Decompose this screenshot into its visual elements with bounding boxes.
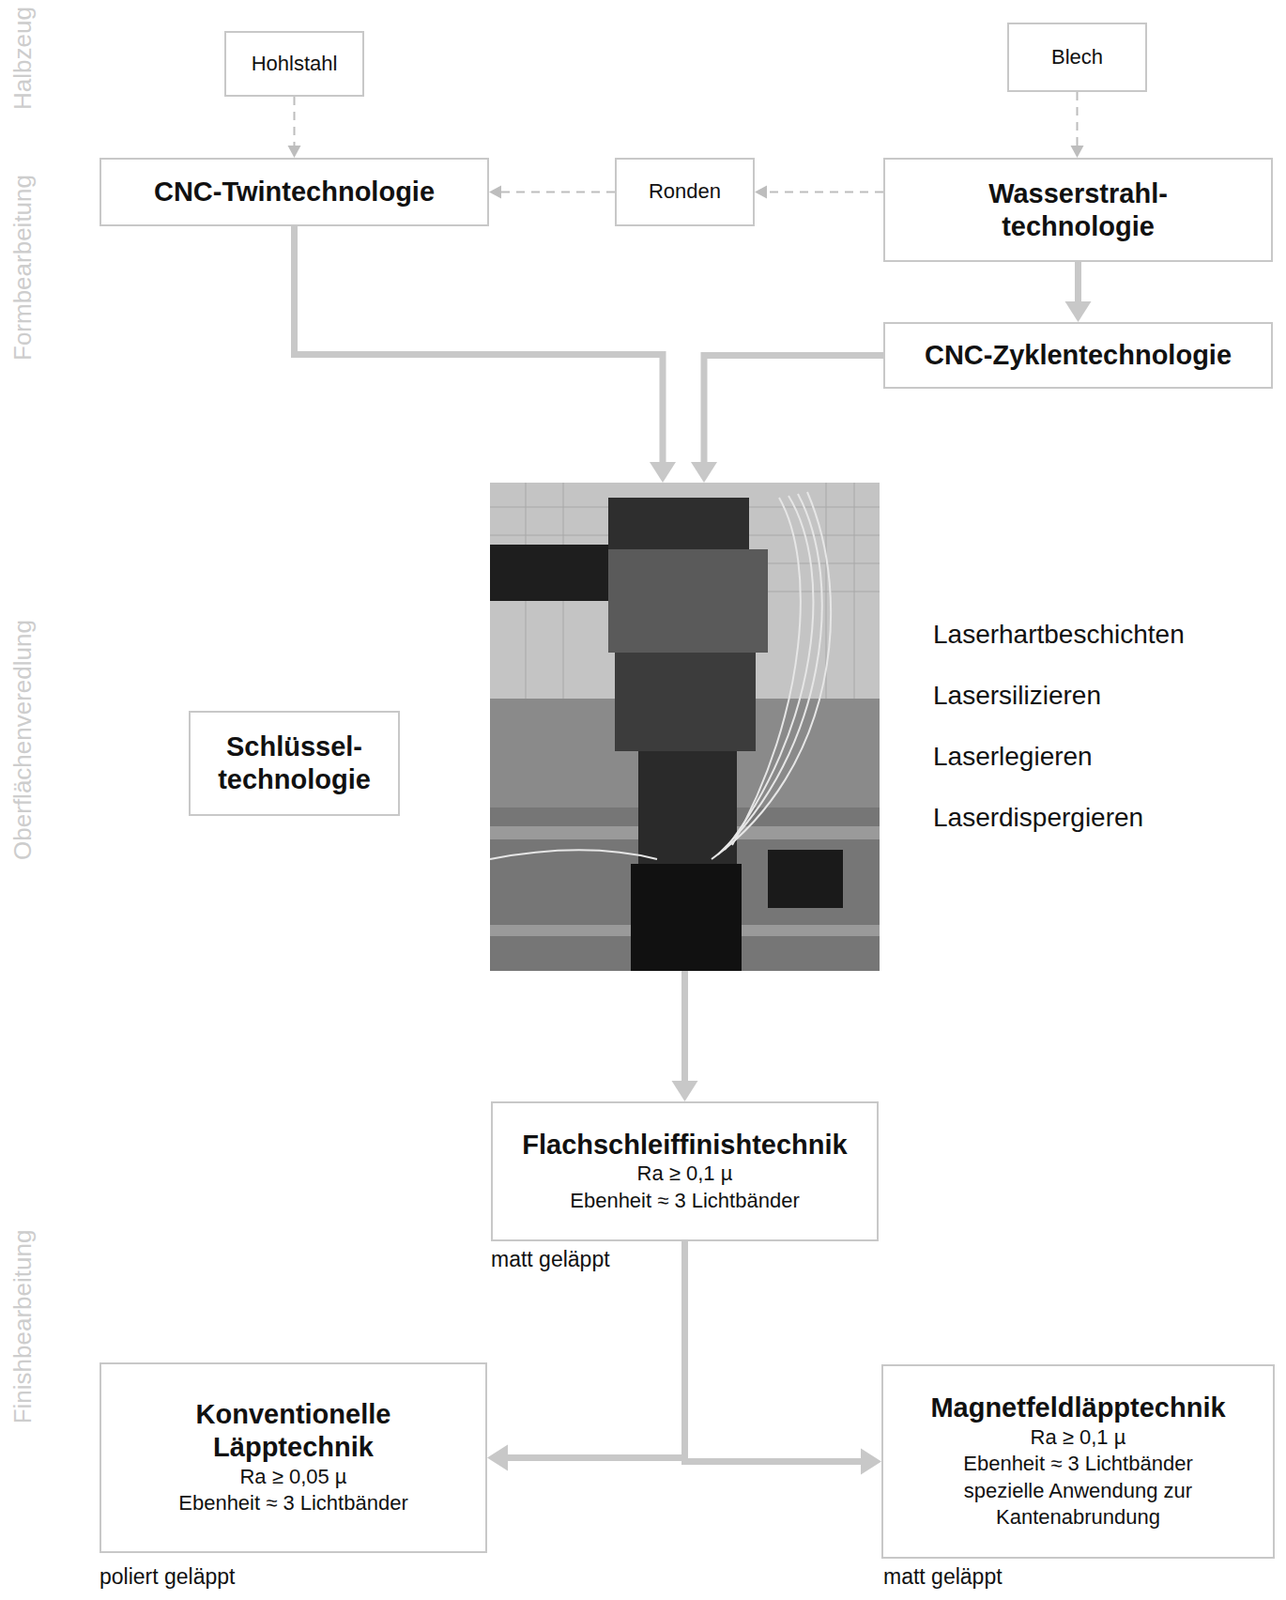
photo-ground — [489, 482, 880, 971]
box-title: Schlüssel- technologie — [201, 730, 387, 797]
flow-arrow — [294, 226, 677, 483]
box-text: Laserlegieren — [933, 726, 1093, 788]
arrow-head — [1065, 301, 1092, 322]
flow-arrow — [685, 1240, 883, 1475]
connector-line — [704, 355, 884, 464]
arrow-head — [690, 461, 718, 483]
process-box: Wasserstrahl- technologie — [883, 157, 1273, 262]
flow-arrow — [487, 1240, 686, 1471]
flow-arrow — [1065, 261, 1092, 322]
box-title: Ronden — [648, 179, 721, 204]
box-title: Hohlstahl — [251, 51, 338, 77]
connector-line — [293, 96, 296, 147]
process-box: Ronden — [614, 157, 755, 227]
connector-line — [681, 970, 689, 1082]
stage-label: Oberflächenveredlung — [8, 619, 38, 860]
arrow-head — [860, 1448, 882, 1475]
photo-head-mid — [614, 652, 756, 751]
box-text: spezielle Anwendung zur Kantenabrundung — [937, 1477, 1220, 1531]
dashed-arrow — [288, 96, 302, 158]
box-text: Ra ≥ 0,1 µ — [1030, 1423, 1127, 1452]
process-box: Hohlstahl — [224, 30, 365, 97]
photo-nozzle — [638, 750, 737, 864]
stage-label: Finishbearbeitung — [8, 1229, 38, 1424]
finish-note: matt geläppt — [490, 1246, 611, 1272]
photo-head-top — [608, 497, 750, 550]
photo-cylinder — [630, 863, 742, 971]
process-box: Schlüssel- technologie — [188, 710, 400, 816]
connector-line — [500, 191, 615, 194]
arrow-head — [288, 145, 302, 158]
photo-box — [767, 849, 843, 908]
box-title: Blech — [1051, 45, 1103, 70]
connector-line — [1074, 261, 1082, 303]
box-text: Ra ≥ 0,1 µ — [637, 1160, 734, 1188]
stage-label: Halbzeug — [8, 6, 38, 110]
connector-line — [685, 1240, 863, 1462]
box-text: Ra ≥ 0,05 µ — [239, 1463, 347, 1491]
technology-list: LaserhartbeschichtenLasersilizierenLaser… — [489, 482, 1240, 971]
box-title: CNC-Twintechnologie — [153, 175, 435, 209]
arrow-head — [649, 461, 676, 483]
connector-line — [506, 1240, 686, 1458]
box-text: Laserhartbeschichten — [933, 604, 1185, 666]
dashed-arrow — [1071, 91, 1085, 158]
connector-line — [765, 191, 884, 194]
box-title: Magnetfeldläpptechnik — [930, 1391, 1225, 1424]
box-title: Konventionelle Läpptechnik — [112, 1397, 475, 1464]
box-text: Ebenheit ≈ 3 Lichtbänder — [178, 1489, 408, 1517]
process-box: MagnetfeldläpptechnikRa ≥ 0,1 µEbenheit … — [881, 1363, 1275, 1559]
box-text: Lasersilizieren — [933, 665, 1102, 727]
finish-note: poliert geläppt — [99, 1563, 236, 1590]
box-title: Flachschleiffinishtechnik — [521, 1128, 847, 1162]
finish-note: matt geläppt — [883, 1563, 1003, 1590]
process-box: CNC-Twintechnologie — [99, 157, 490, 227]
process-box: Blech — [1007, 22, 1148, 92]
process-box: Konventionelle LäpptechnikRa ≥ 0,05 µEbe… — [99, 1362, 488, 1553]
process-box: CNC-Zyklentechnologie — [883, 321, 1273, 389]
arrow-head — [489, 185, 502, 200]
dashed-arrow — [489, 185, 615, 200]
box-text: Ebenheit ≈ 3 Lichtbänder — [569, 1187, 799, 1215]
dashed-arrow — [754, 185, 884, 200]
connector-line — [1076, 91, 1079, 147]
arrow-head — [672, 1080, 699, 1102]
box-text: Laserdispergieren — [933, 787, 1144, 849]
box-title: Wasserstrahl- technologie — [937, 177, 1220, 244]
box-text: Ebenheit ≈ 3 Lichtbänder — [963, 1450, 1193, 1478]
arrow-head — [754, 185, 767, 200]
process-box: FlachschleiffinishtechnikRa ≥ 0,1 µEbenh… — [490, 1101, 879, 1241]
flow-arrow — [690, 355, 884, 484]
photo-cables — [489, 491, 831, 859]
box-title: CNC-Zyklentechnologie — [924, 338, 1232, 372]
photo-head-block — [608, 549, 768, 653]
stage-label: Formbearbeitung — [8, 174, 38, 361]
arrow-head — [1071, 145, 1085, 158]
arrow-head — [487, 1444, 508, 1471]
flow-arrow — [672, 970, 699, 1102]
photo-lens-tube — [489, 544, 617, 601]
connector-line — [294, 226, 664, 463]
